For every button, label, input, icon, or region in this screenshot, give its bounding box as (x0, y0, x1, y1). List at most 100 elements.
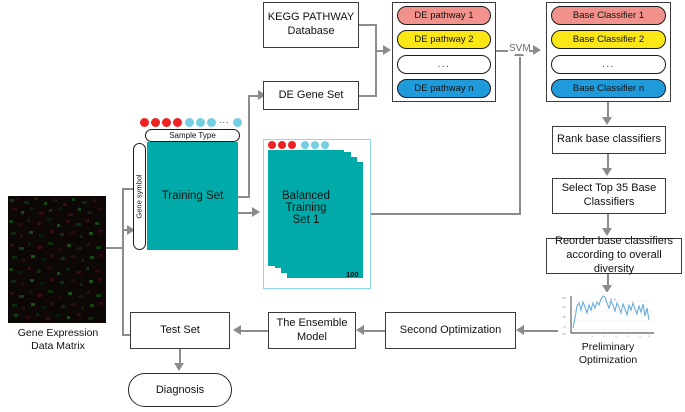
test-to-diagnosis-arrow (174, 363, 184, 371)
test-set-box: Test Set (130, 312, 230, 349)
balanced-sample-dots (268, 141, 338, 150)
svg-text:80: 80 (563, 316, 566, 319)
test-set-label: Test Set (160, 323, 200, 336)
rank-to-select-line (607, 154, 609, 170)
de-pathway-item-n[interactable]: DE pathway n (397, 78, 491, 98)
base-classifier-list: Base Classifier 1 Base Classifier 2 ... … (546, 2, 671, 102)
training-sample-dots: ... (140, 115, 242, 128)
matrix-split-vertical (122, 188, 124, 336)
svg-text:70: 70 (563, 326, 566, 329)
gene-expression-heatmap (8, 196, 106, 323)
prelim-to-second-arrow (516, 325, 524, 335)
svg-text:10: 10 (591, 336, 593, 338)
sample-dot-red (268, 141, 276, 149)
sample-dot-blue (185, 118, 194, 127)
gene-symbol-text: Gene symbol (135, 174, 144, 219)
de-pathway-item-2[interactable]: DE pathway 2 (397, 30, 491, 50)
sample-dot-red (278, 141, 286, 149)
reorder-to-prelim-line (607, 274, 609, 287)
rank-base-classifiers-label: Rank base classifiers (557, 133, 661, 146)
base-classifier-item-ellipsis[interactable]: ... (551, 54, 666, 74)
merge-to-pathway-line (375, 50, 385, 52)
select-top-line1: Select Top 35 Base (561, 182, 657, 195)
matrix-to-training-arrow (127, 225, 135, 235)
diagnosis-label: Diagnosis (155, 384, 205, 396)
gene-matrix-caption-line1: Gene Expression (17, 327, 99, 339)
kegg-line2: Database (287, 25, 335, 37)
svg-text:5: 5 (581, 336, 582, 338)
sample-type-text: Sample Type (169, 131, 216, 140)
base-classifier-item-2[interactable]: Base Classifier 2 (551, 30, 666, 50)
pathway-to-svm-line (496, 50, 510, 52)
sample-dot-red (288, 141, 296, 149)
de-gene-set-box: DE Gene Set (263, 81, 359, 110)
reorder-to-prelim-arrow (602, 285, 612, 293)
reorder-line1: Reorder base classifiers (555, 235, 673, 248)
svg-text:1: 1 (573, 336, 574, 338)
matrix-to-training-line2 (122, 229, 130, 231)
sample-dot-red (162, 118, 171, 127)
select-to-reorder-line (607, 214, 609, 230)
gene-matrix-caption-line2: Data Matrix (31, 340, 85, 353)
select-top-line2: Classifiers (583, 196, 635, 208)
training-to-balanced-arrow (252, 207, 260, 217)
preliminary-line2: Optimization (578, 354, 638, 367)
second-to-ensemble-arrow (356, 325, 364, 335)
prelim-to-second-line (523, 330, 558, 332)
svg-text:25: 25 (627, 336, 629, 338)
base-classifier-item-n[interactable]: Base Classifier n (551, 78, 666, 98)
preliminary-optimization-caption: Preliminary Optimization (556, 341, 660, 367)
matrix-to-training-line (122, 188, 134, 190)
second-optimization-label: Second Optimization (399, 323, 502, 336)
de-pathway-item-1[interactable]: DE pathway 1 (397, 6, 491, 25)
svg-text:15: 15 (603, 336, 605, 338)
de-pathway-item-ellipsis[interactable]: ... (397, 54, 491, 74)
base-classifier-item-1[interactable]: Base Classifier 1 (551, 6, 666, 25)
test-to-diagnosis-line (179, 349, 181, 365)
sample-dot-blue (207, 118, 216, 127)
gene-symbol-label: Gene symbol (133, 143, 146, 250)
reorder-classifiers-box: Reorder base classifiers according to ov… (546, 235, 682, 275)
balanced-label-line1: Balanced (282, 190, 330, 202)
kegg-line1: KEGG PATHWAY (267, 11, 355, 24)
select-top-classifiers-box: Select Top 35 Base Classifiers (552, 178, 666, 214)
sample-dot-red (173, 118, 182, 127)
heatmap-svg (8, 196, 106, 323)
sample-dot-blue (311, 141, 319, 149)
balanced-training-set-1: Balanced Training Set 1 (268, 150, 344, 266)
degene-out-line (359, 95, 377, 97)
svg-text:(x, y): (x, y) (610, 297, 616, 301)
preliminary-line1: Preliminary (581, 341, 635, 353)
gene-matrix-caption: Gene Expression Data Matrix (2, 327, 114, 353)
sample-dot-blue (301, 141, 309, 149)
balanced-to-svm-line-v (519, 57, 521, 215)
balanced-label-line3: Set 1 (292, 214, 320, 226)
svg-text:100: 100 (562, 297, 567, 300)
balanced-to-svm-line-h (371, 213, 521, 215)
svm-to-classifier-line (529, 50, 535, 52)
de-pathway-list: DE pathway 1 DE pathway 2 ... DE pathway… (392, 2, 496, 102)
training-to-balanced-line (238, 212, 254, 214)
kegg-pathway-database-box: KEGG PATHWAY Database (263, 2, 359, 48)
sample-dot-red (140, 118, 149, 127)
reorder-line2: according to overall diversity (566, 249, 662, 275)
training-to-degene-line-h2 (248, 95, 260, 97)
second-to-ensemble-line (363, 330, 385, 332)
ensemble-model-box: The Ensemble Model (268, 312, 356, 349)
kegg-out-line (359, 24, 377, 26)
rank-to-select-arrow (602, 168, 612, 176)
training-to-degene-arrow (258, 90, 266, 100)
merge-vertical-line (375, 24, 377, 97)
svg-text:35: 35 (648, 336, 650, 338)
ensemble-line2: Model (297, 330, 327, 343)
ensemble-to-test-arrow (233, 325, 241, 335)
svg-text:60: 60 (563, 333, 566, 336)
rank-base-classifiers-box: Rank base classifiers (552, 126, 666, 154)
classifier-to-rank-arrow (602, 117, 612, 125)
classifier-to-rank-line (607, 102, 609, 119)
matrix-out-line (106, 247, 124, 249)
diagnosis-node: Diagnosis (128, 373, 232, 407)
